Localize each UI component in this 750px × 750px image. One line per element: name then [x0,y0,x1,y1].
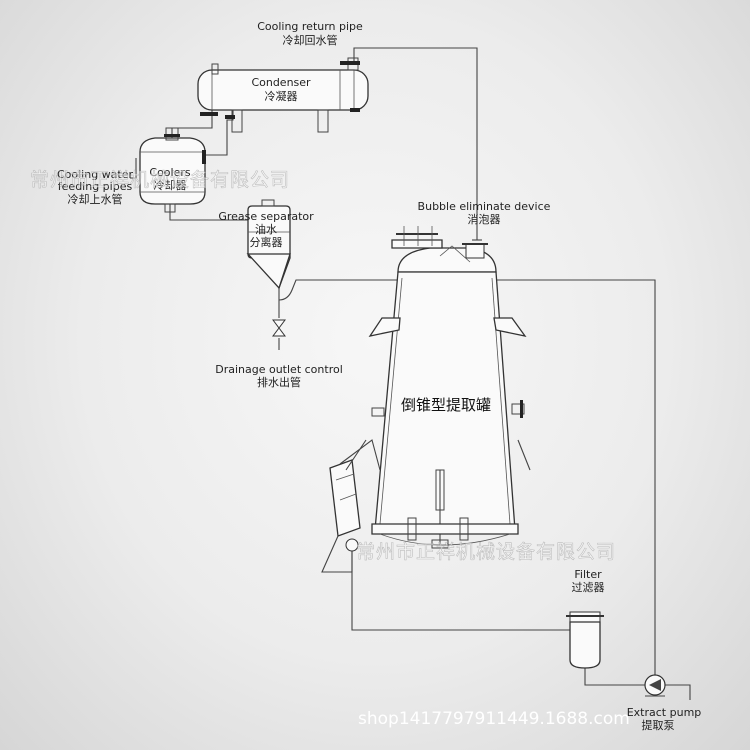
condenser-label-zh: 冷凝器 [265,89,298,103]
filter [566,611,604,669]
watermark-shop-url: shop1417797911449.1688.com [358,709,630,729]
coolers-label: Coolers [149,166,190,179]
feeding-label-line1: Cooling water [57,168,134,181]
pump-label: Extract pump [627,706,702,719]
filter-to-pump-pipe [584,668,645,686]
watermarks: 常州市正祥机械设备有限公司 常州市正祥机械设备有限公司 shop14177979… [30,169,630,729]
pump-label-zh: 提取泵 [642,719,675,732]
bubble-device-label: Bubble eliminate device [418,200,551,213]
grease-separator-label-zh2: 分离器 [250,235,283,249]
extract-pump [644,674,666,697]
feeding-label-zh: 冷却上水管 [68,192,123,206]
grease-separator-label-zh1: 油水 [255,222,277,236]
drain-label: Drainage outlet control [215,363,343,376]
condenser [197,57,369,133]
labels: Cooling return pipe 冷却回水管 Condenser 冷凝器 … [57,20,701,732]
condenser-label: Condenser [251,76,311,89]
watermark-company-top: 常州市正祥机械设备有限公司 [30,169,290,191]
tank-label: 倒锥型提取罐 [401,396,491,414]
grease-separator-label: Grease separator [218,210,314,223]
drain-label-zh: 排水出管 [257,375,301,389]
cooling-return-pipe [353,47,478,240]
coolers-label-zh: 冷却器 [154,179,187,192]
grease-separator [246,199,291,290]
bubble-device-label-zh: 消泡器 [468,212,501,226]
cooler-to-separator-pipe [169,204,260,221]
filter-label-zh: 过滤器 [572,581,605,594]
vapor-line-to-pump [278,279,656,680]
drain-valve [272,319,286,337]
filter-label: Filter [574,568,602,581]
feeding-label-line2: feeding pipes [58,180,133,193]
cooling-return-label: Cooling return pipe [257,20,363,33]
cooler [139,127,206,213]
cooling-return-label-zh: 冷却回水管 [283,33,338,47]
watermark-company-bottom: 常州市正祥机械设备有限公司 [356,541,616,563]
extraction-tank [321,226,531,573]
